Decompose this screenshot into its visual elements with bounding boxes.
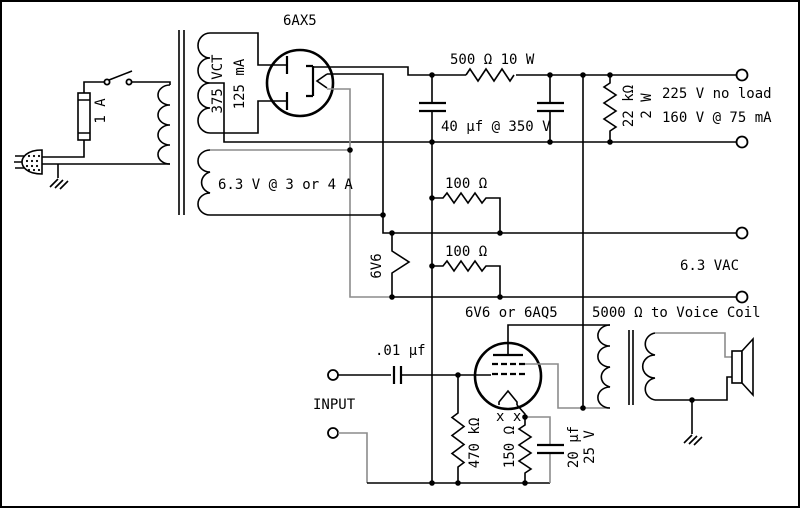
heater-winding bbox=[197, 149, 211, 216]
junction-dots bbox=[347, 72, 695, 486]
wire-plate-to-primary bbox=[507, 324, 610, 355]
rectifier-tube-6ax5 bbox=[265, 48, 335, 118]
label-output-loaded: 160 V @ 75 mA bbox=[662, 110, 772, 126]
grid-resistor-470k bbox=[450, 375, 466, 483]
ac-plug bbox=[14, 149, 43, 175]
output-tube-cathode bbox=[498, 389, 518, 405]
wire-line-cord bbox=[42, 140, 170, 178]
hum-resistor-1 bbox=[432, 191, 501, 233]
rectifier-heater-chevron bbox=[315, 73, 328, 89]
input-jack-hot bbox=[327, 369, 339, 381]
speaker bbox=[731, 336, 754, 398]
power-switch bbox=[103, 70, 171, 86]
speaker-driver bbox=[731, 350, 743, 384]
label-bypass-cap-value: 20 µf bbox=[566, 426, 582, 468]
label-output-tube-heater: 6V6 bbox=[369, 253, 385, 278]
ot-core bbox=[628, 330, 634, 405]
speaker-cone bbox=[741, 336, 754, 398]
rectifier-cathode bbox=[306, 64, 315, 98]
wire-input-ground bbox=[338, 432, 368, 483]
filter-cap-1 bbox=[419, 101, 446, 113]
wire-heater-bus-2 bbox=[327, 88, 392, 298]
filter-cap-2 bbox=[537, 101, 564, 113]
wire-bypass-cap bbox=[525, 416, 551, 483]
bypass-cap bbox=[537, 443, 564, 455]
label-hum-resistor-1: 100 Ω bbox=[445, 176, 487, 192]
terminal-bplus bbox=[735, 68, 749, 82]
output-transformer-graphic bbox=[597, 324, 656, 409]
label-bypass-cap-voltage: 25 V bbox=[582, 430, 598, 464]
terminal-bminus bbox=[735, 135, 749, 149]
wire-voice-coil-top bbox=[655, 332, 732, 358]
chassis-ground-speaker bbox=[683, 434, 703, 446]
label-heater-winding: 6.3 V @ 3 or 4 A bbox=[218, 177, 353, 193]
label-hv-winding-volts: 375 VCT bbox=[210, 54, 226, 114]
output-tube-heater-element bbox=[391, 233, 411, 297]
terminal-heater-2 bbox=[735, 290, 749, 304]
label-output-tube: 6V6 or 6AQ5 bbox=[465, 305, 558, 321]
label-rectifier-tube: 6AX5 bbox=[283, 13, 317, 29]
hum-resistor-2 bbox=[432, 259, 501, 297]
transformer-core bbox=[178, 30, 185, 215]
plug-grille-dots bbox=[25, 154, 41, 172]
label-coupling-cap: .01 µf bbox=[375, 343, 426, 359]
label-hv-winding-current: 125 mA bbox=[232, 58, 248, 109]
input-jack-ground bbox=[327, 427, 339, 439]
primary-winding bbox=[157, 84, 171, 165]
label-filter-caps: 40 µf @ 350 V bbox=[441, 119, 551, 135]
label-input: INPUT bbox=[313, 397, 356, 413]
label-fuse: 1 A bbox=[93, 98, 109, 124]
label-cathode-pins: x x bbox=[496, 409, 521, 425]
bleeder-resistor-22k bbox=[602, 75, 618, 142]
label-cathode-resistor: 150 Ω bbox=[502, 426, 518, 468]
terminal-heater-1 bbox=[735, 226, 749, 240]
ot-primary-winding bbox=[597, 324, 611, 409]
wire-heater-bus-1 bbox=[327, 73, 736, 234]
label-hum-resistor-2: 100 Ω bbox=[445, 244, 487, 260]
label-dropping-resistor: 500 Ω 10 W bbox=[450, 52, 535, 68]
dropping-resistor-500 bbox=[465, 67, 515, 83]
label-output-no-load: 225 V no load bbox=[662, 86, 772, 102]
label-output-transformer: 5000 Ω to Voice Coil bbox=[592, 305, 761, 321]
label-bleeder-power: 2 W bbox=[639, 93, 655, 119]
label-grid-resistor: 470 kΩ bbox=[467, 418, 483, 469]
chassis-ground-plug bbox=[49, 178, 69, 190]
label-heater-output: 6.3 VAC bbox=[680, 258, 739, 274]
ot-secondary-winding bbox=[641, 332, 656, 401]
cathode-resistor-150 bbox=[517, 417, 533, 483]
wire-center-tap-bminus-rail bbox=[210, 82, 736, 143]
fuse bbox=[77, 81, 104, 141]
plug-prongs bbox=[14, 155, 24, 169]
label-bleeder-value: 22 kΩ bbox=[621, 85, 637, 127]
